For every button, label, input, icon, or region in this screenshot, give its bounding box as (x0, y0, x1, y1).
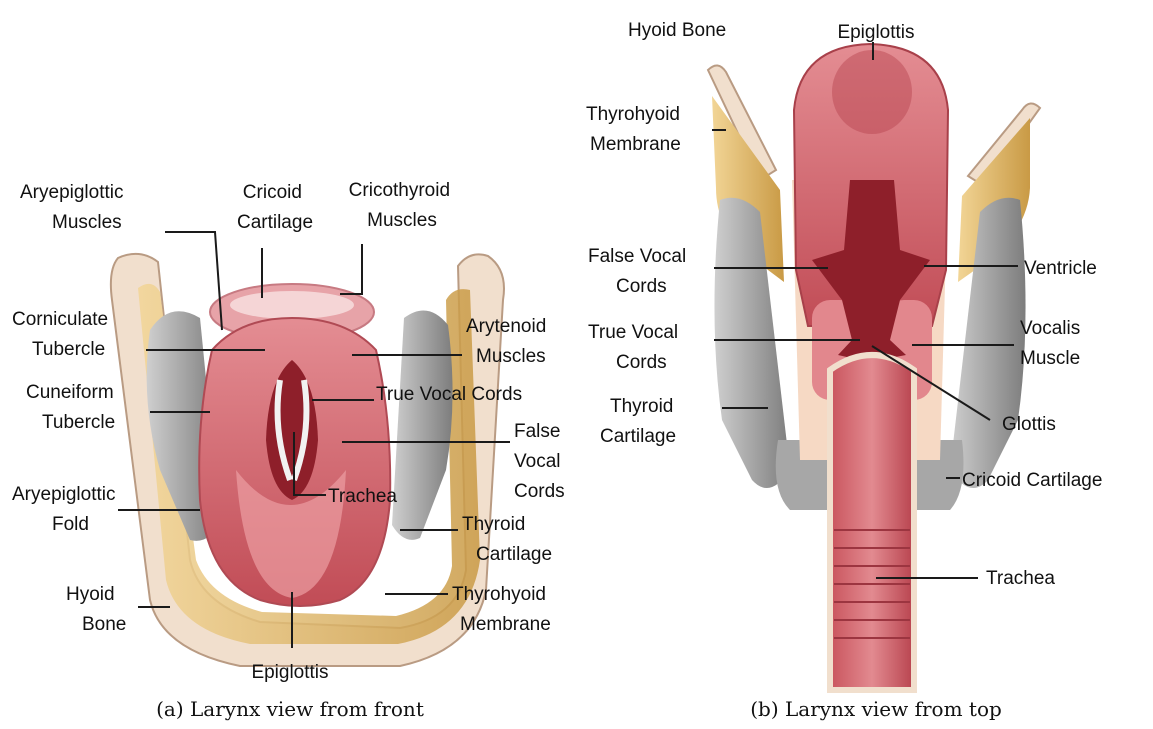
label-a-cricoid-cartilage: Cricoid Cartilage (237, 182, 313, 233)
label-b-epiglottis: Epiglottis (837, 22, 914, 43)
label-a-epiglottis: Epiglottis (251, 662, 328, 683)
label-b-thyroid-cartilage: Thyroid Cartilage (600, 396, 679, 447)
label-a-aryepiglottic-fold: Aryepiglottic Fold (12, 484, 121, 535)
label-a-false-vocal-cords: False Vocal Cords (514, 421, 566, 502)
label-b-hyoid-bone: Hyoid Bone (628, 20, 726, 41)
trachea-shape (830, 355, 914, 690)
panel-a-illustration (111, 254, 504, 666)
label-b-ventricle: Ventricle (1024, 258, 1097, 279)
caption-b: (b) Larynx view from top (750, 697, 1002, 721)
label-a-trachea: Trachea (328, 486, 397, 507)
label-a-cuneiform-tubercle: Cuneiform Tubercle (26, 382, 119, 433)
label-a-hyoid-bone: Hyoid Bone (66, 584, 126, 635)
panel-b-illustration (708, 44, 1040, 690)
label-a-corniculate-tubercle: Corniculate Tubercle (12, 309, 113, 360)
label-a-cricothyroid-muscles: Cricothyroid Muscles (349, 180, 456, 231)
caption-a: (a) Larynx view from front (156, 697, 424, 721)
label-b-cricoid-cartilage: Cricoid Cartilage (962, 470, 1102, 491)
label-b-trachea: Trachea (986, 568, 1055, 589)
label-a-aryepiglottic-muscles: Aryepiglottic Muscles (20, 182, 129, 233)
right-gray-cartilage (392, 310, 453, 539)
label-b-vocalis-muscle: Vocalis Muscle (1020, 318, 1085, 369)
label-b-false-vocal-cords: False Vocal Cords (588, 246, 692, 297)
label-b-thyrohyoid-membrane: Thyrohyoid Membrane (586, 104, 685, 155)
label-b-true-vocal-cords: True Vocal Cords (588, 322, 683, 373)
label-a-true-vocal-cords: True Vocal Cords (376, 384, 522, 405)
label-b-glottis: Glottis (1002, 414, 1056, 435)
